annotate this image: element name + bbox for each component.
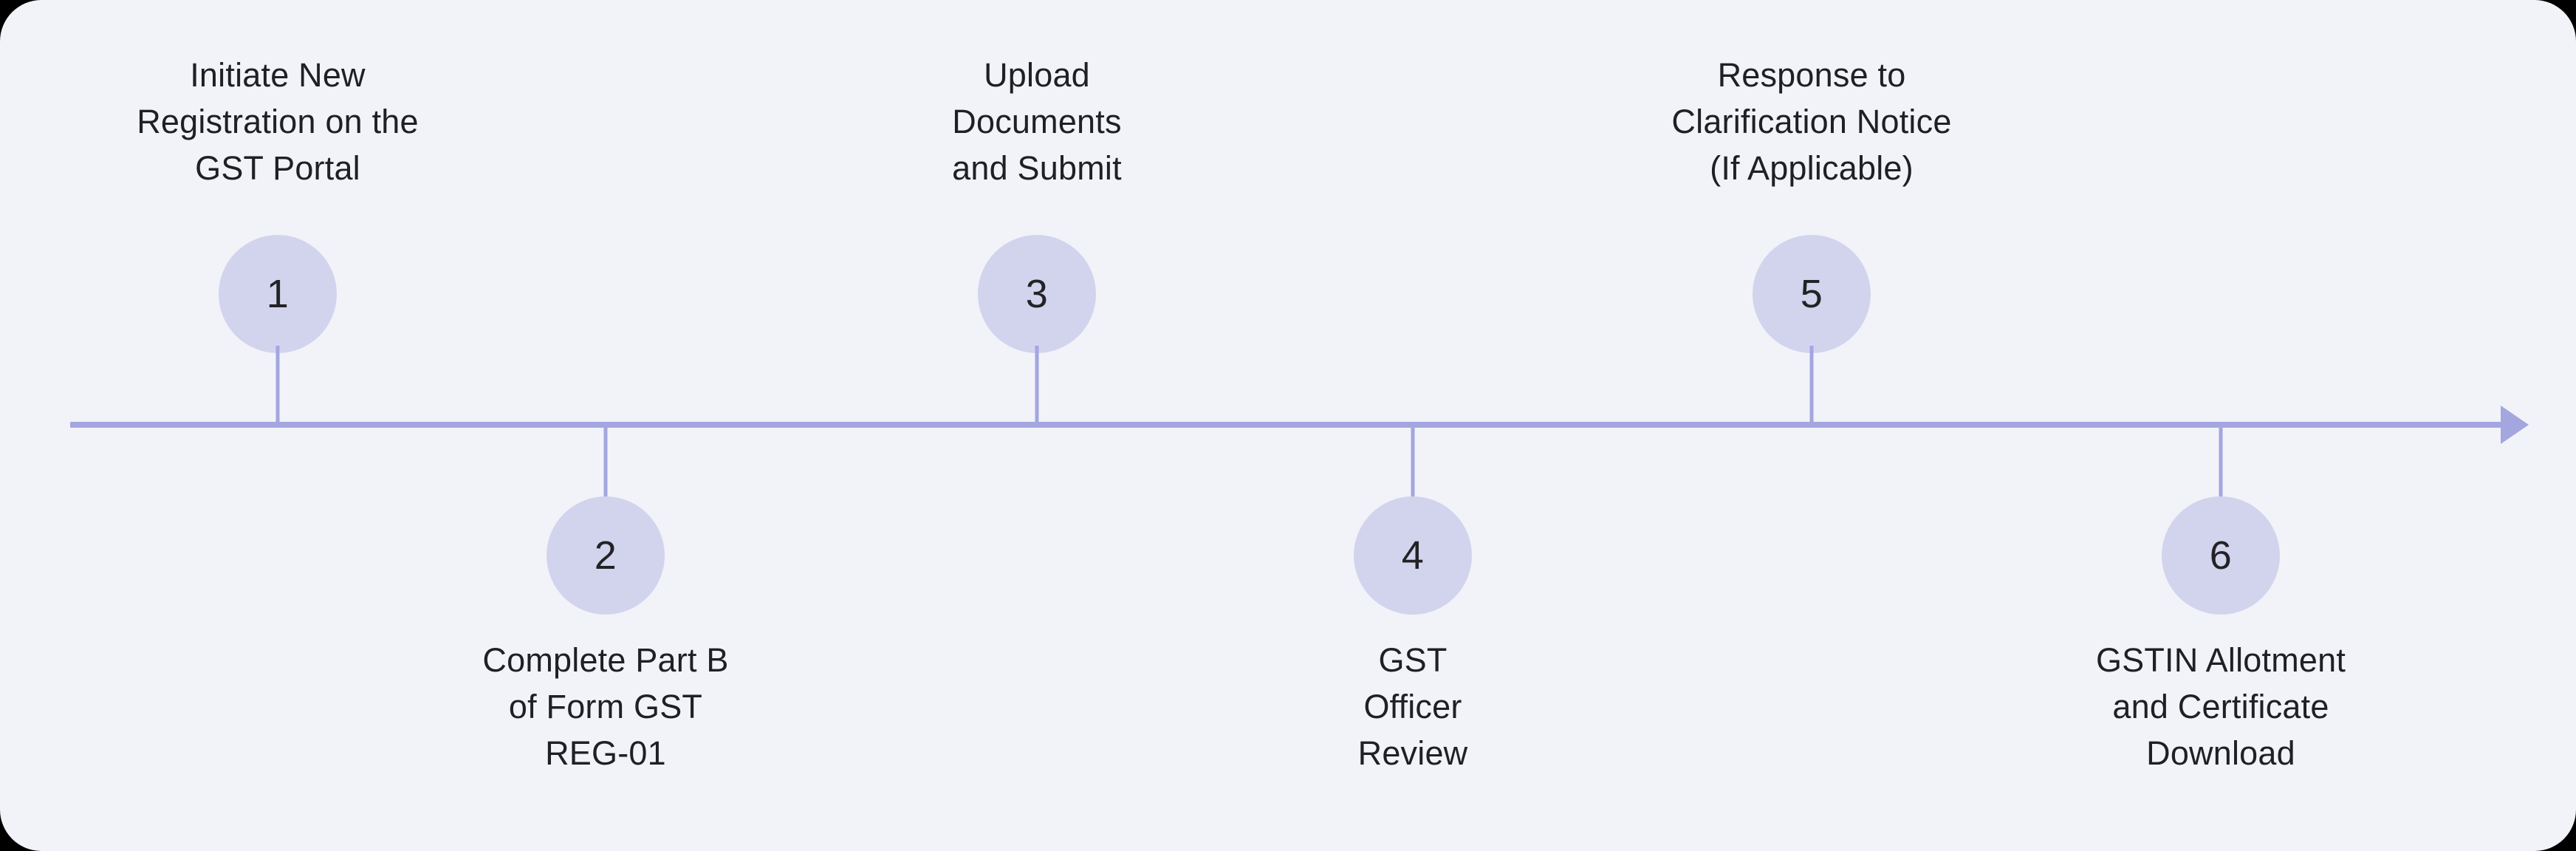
timeline-stem-1 [275,346,280,427]
step-caption-2: Complete Part B of Form GST REG-01 [482,641,729,772]
node-number-3: 3 [1025,272,1049,316]
timeline-node-5[interactable]: 5 [1753,235,1871,353]
step-caption-4: GST Officer Review [1357,641,1468,772]
timeline-stem-4 [1411,422,1415,503]
node-number-2: 2 [594,533,617,578]
node-number-5: 5 [1800,272,1823,316]
timeline-stem-3 [1035,346,1039,427]
node-number-4: 4 [1401,533,1425,578]
timeline-node-6[interactable]: 6 [2162,496,2280,615]
step-caption-6: GSTIN Allotment and Certificate Download [2095,641,2346,772]
timeline-node-3[interactable]: 3 [978,235,1096,353]
timeline-node-2[interactable]: 2 [547,496,665,615]
timeline-node-4[interactable]: 4 [1354,496,1472,615]
node-number-6: 6 [2209,533,2233,578]
step-caption-5: Response to Clarification Notice (If App… [1671,56,1952,187]
timeline-stem-2 [603,422,608,503]
step-caption-3: Upload Documents and Submit [952,56,1122,187]
node-number-1: 1 [266,272,290,316]
timeline-stem-5 [1809,346,1814,427]
timeline-arrow-icon [2501,406,2529,444]
timeline-stem-6 [2219,422,2223,503]
timeline-axis-line [70,422,2507,428]
timeline-node-1[interactable]: 1 [219,235,337,353]
step-caption-1: Initiate New Registration on the GST Por… [137,56,419,187]
